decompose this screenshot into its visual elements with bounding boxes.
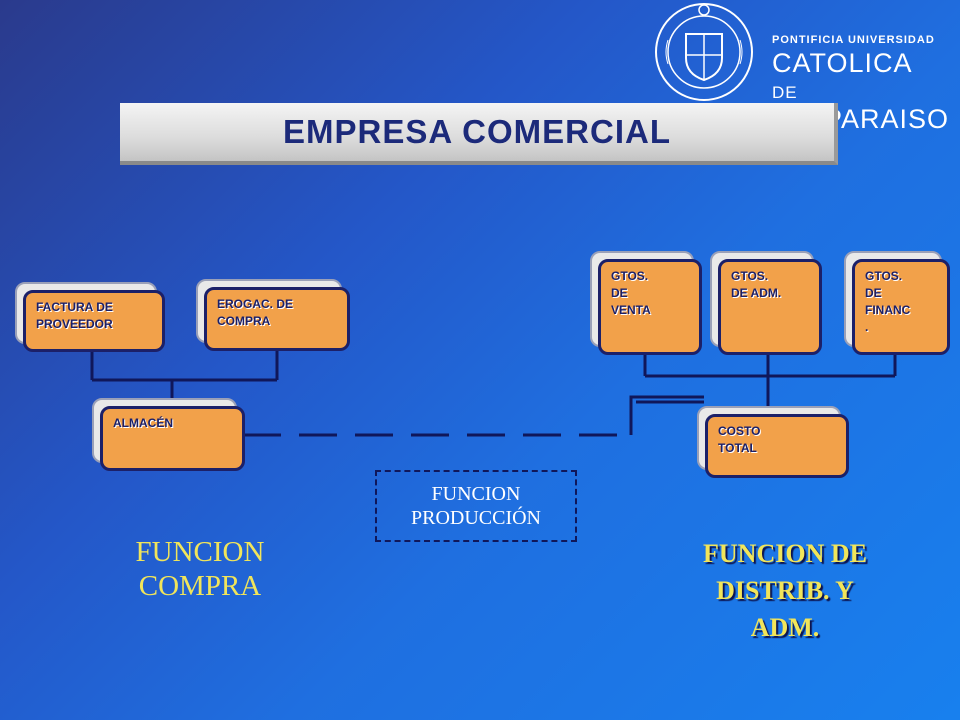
funcion-compra-line-1: FUNCION bbox=[135, 536, 265, 568]
box-gtos-financ-label: GTOS. DE FINANC . bbox=[865, 269, 911, 334]
box-gtos-adm-label: GTOS. DE ADM. bbox=[731, 269, 782, 300]
box-gtos-adm: GTOS. DE ADM. bbox=[710, 251, 822, 355]
logo-line-1: PONTIFICIA UNIVERSIDAD bbox=[772, 34, 935, 46]
box-gtos-financ: GTOS. DE FINANC . bbox=[844, 251, 950, 355]
box-factura-proveedor: FACTURA DE PROVEEDOR bbox=[15, 282, 165, 352]
funcion-compra-label: FUNCION COMPRA bbox=[100, 535, 300, 603]
title-banner: EMPRESA COMERCIAL bbox=[120, 103, 838, 165]
funcion-distrib-line-2: DISTRIB. Y bbox=[716, 576, 854, 605]
funcion-produccion-box: FUNCION PRODUCCIÓN bbox=[375, 470, 577, 542]
funcion-distrib-line-3: ADM. bbox=[750, 613, 820, 642]
funcion-distrib-line-1: FUNCION DE bbox=[703, 539, 867, 568]
university-logo: PONTIFICIA UNIVERSIDAD CATOLICA DE VALPA… bbox=[650, 0, 960, 133]
university-name: PONTIFICIA UNIVERSIDAD CATOLICA DE VALPA… bbox=[772, 34, 960, 133]
box-costo-total: COSTO TOTAL bbox=[697, 406, 849, 478]
box-gtos-venta-label: GTOS. DE VENTA bbox=[611, 269, 651, 317]
box-almacen: ALMACÉN bbox=[92, 398, 245, 471]
box-almacen-label: ALMACÉN bbox=[113, 416, 173, 430]
logo-line-2: CATOLICA bbox=[772, 48, 913, 78]
connector-produccion-up bbox=[629, 395, 704, 435]
box-erogac-label: EROGAC. DE COMPRA bbox=[217, 297, 294, 328]
box-erogac-compra: EROGAC. DE COMPRA bbox=[196, 279, 350, 351]
funcion-produccion-line-1: FUNCION bbox=[431, 483, 521, 505]
box-factura-label: FACTURA DE PROVEEDOR bbox=[36, 300, 113, 331]
university-seal-icon bbox=[655, 3, 753, 101]
funcion-distrib-label: FUNCION DE DISTRIB. Y ADM. bbox=[670, 535, 900, 646]
funcion-produccion-line-2: PRODUCCIÓN bbox=[410, 507, 542, 529]
page-title: EMPRESA COMERCIAL bbox=[283, 113, 671, 150]
box-costo-total-label: COSTO TOTAL bbox=[718, 424, 761, 455]
funcion-compra-line-2: COMPRA bbox=[138, 570, 262, 602]
box-gtos-venta: GTOS. DE VENTA bbox=[590, 251, 702, 355]
logo-line-3-prefix: DE bbox=[772, 83, 798, 102]
